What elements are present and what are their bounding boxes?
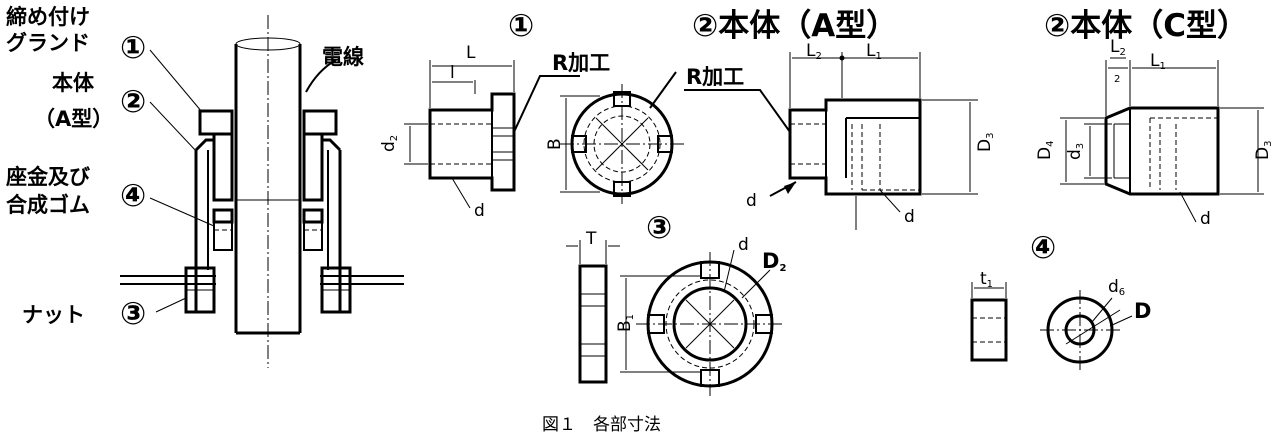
gland-heading: ① [508,8,534,44]
marker-1-assembly: ① [120,30,146,66]
body-c-dim-L1: L1 [1150,51,1166,72]
body-a-dim-d-right: d [904,207,915,227]
assembly-section-view [120,15,404,368]
washer-dim-d6: d6 [1108,277,1125,298]
gland-dim-d: d [474,201,485,221]
body-c-view [1060,60,1264,223]
washer-label-2: 合成ゴム [6,193,90,217]
nut-side-view [566,240,620,384]
washer-heading: ④ [1030,230,1056,266]
gland-dim-L: L [466,43,476,63]
gland-dim-d2: d2 [379,135,400,152]
body-c-dim-D3: D3 [1253,141,1274,160]
body-c-dim-over: 2 [1114,74,1120,85]
marker-4-assembly: ④ [120,178,146,214]
gland-r-label: R加工 [552,51,610,75]
nut-dim-T: T [585,229,597,249]
gland-dim-l: l [450,63,455,83]
washer-dim-D: D [1134,299,1151,323]
assembly-labels: 締め付け グランド ① 本体 ② （A型） 座金及び ④ 合成ゴム ナット ③ … [6,5,364,332]
body-c-dim-D4: D4 [1035,141,1056,160]
body-a-dim-L2: L2 [806,41,822,62]
body-a-labels: ②本体（A型） L2 L1 D3 d d R加工 [686,8,996,227]
gland-label-2: グランド [6,31,90,55]
washer-side-view [970,282,1008,362]
body-type-label: （A型） [34,107,113,131]
wire-label: 電線 [322,45,364,69]
nut-labels: ③ T B1 d D2 [585,210,786,332]
washer-labels: ④ t1 d6 D [980,230,1151,323]
gland-labels: ① L l d2 B d R加工 [379,8,610,221]
nut-heading: ③ [646,210,672,246]
gland-dim-B: B [545,138,565,150]
marker-3-assembly: ③ [120,296,146,332]
washer-front-view [1040,290,1133,370]
body-c-dim-d3: d3 [1065,143,1086,160]
marker-2-assembly: ② [120,84,146,120]
body-c-dim-d: d [1200,209,1211,229]
gland-label: 締め付け [6,5,90,29]
washer-label: 座金及び [6,165,90,189]
body-a-heading: ②本体（A型） [692,8,897,44]
nut-label: ナット [22,303,85,327]
nut-dim-d: d [738,235,749,255]
body-a-dim-D3: D3 [975,133,996,152]
body-a-dim-d: d [746,191,757,211]
body-c-heading: ②本体（C型） [1044,8,1248,44]
washer-dim-t1: t1 [980,269,993,290]
body-a-view [684,52,978,230]
figure-caption: 図１ 各部寸法 [542,415,661,435]
nut-dim-B1: B1 [615,314,636,332]
gland-end-view [560,71,684,204]
body-a-dim-L1: L1 [866,41,882,62]
body-a-r-label: R加工 [686,65,744,89]
gland-side-view [404,60,580,209]
nut-dim-D2: D2 [762,249,786,274]
nut-front-view [620,249,784,396]
body-label: 本体 [52,71,95,95]
body-c-labels: ②本体（C型） L2 2 L1 D4 d3 D3 d [1035,8,1274,229]
body-c-dim-L2: L2 [1110,37,1126,58]
